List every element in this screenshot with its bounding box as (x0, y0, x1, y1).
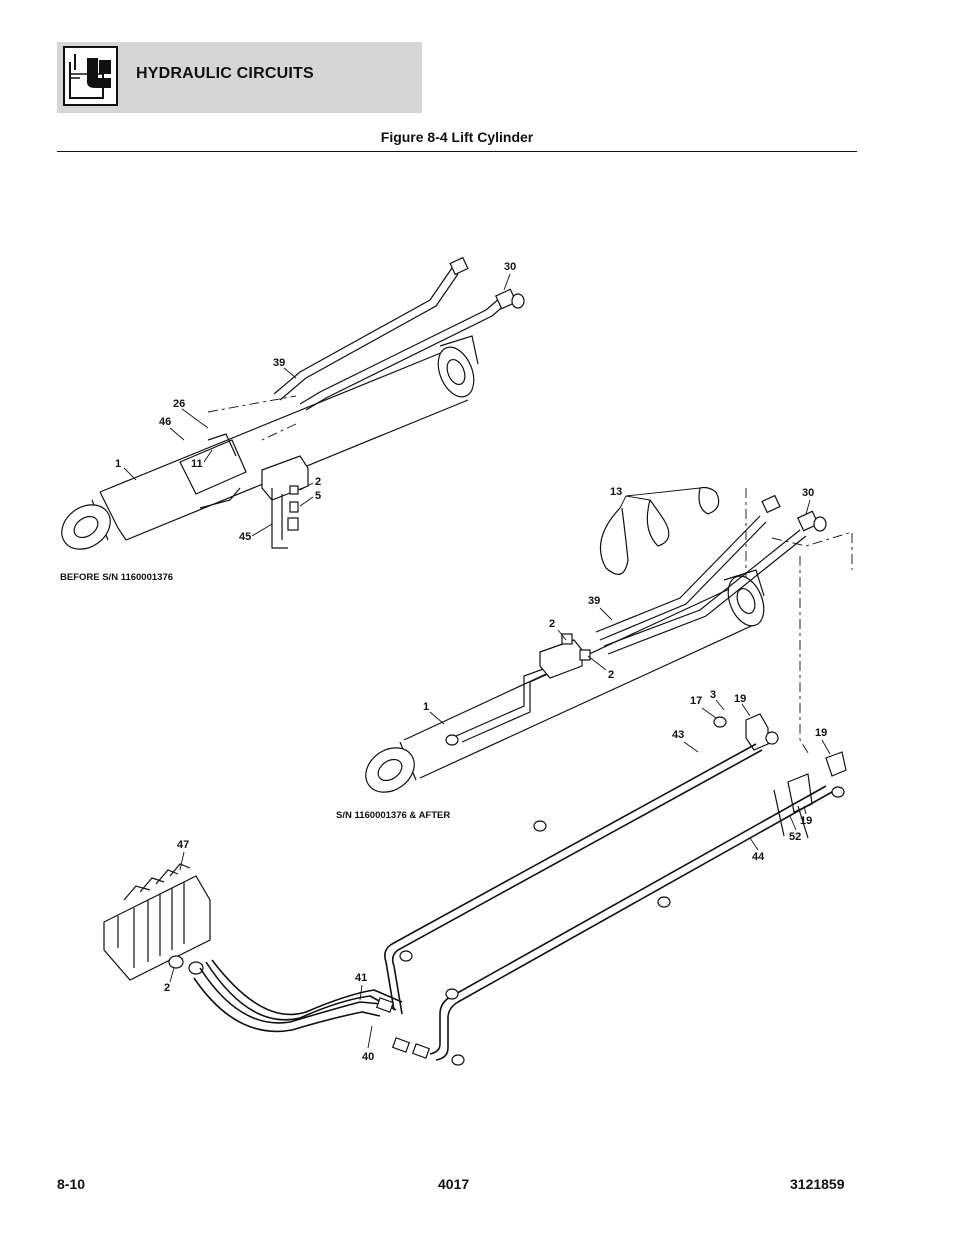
callout-2-valve: 2 (164, 982, 170, 994)
note-before-serial: BEFORE S/N 1160001376 (60, 572, 173, 583)
callout-40-valve: 40 (362, 1051, 374, 1063)
callout-5-upper: 5 (315, 490, 321, 502)
upper-lift-cylinder-assembly (61, 256, 525, 550)
callout-1-upper: 1 (115, 458, 121, 470)
callout-2-lower-b: 2 (608, 669, 614, 681)
callout-2-upper: 2 (315, 476, 321, 488)
callout-41-valve: 41 (355, 972, 367, 984)
callout-47-valve: 47 (177, 839, 189, 851)
callout-1-lower: 1 (423, 701, 429, 713)
callout-43-lower: 43 (672, 729, 684, 741)
callout-39-upper: 39 (273, 357, 285, 369)
callout-17-lower: 17 (690, 695, 702, 707)
callout-39-lower: 39 (588, 595, 600, 607)
model-number: 4017 (438, 1176, 470, 1192)
callout-3-lower: 3 (710, 689, 716, 701)
hydraulic-tube-lines (384, 743, 833, 1066)
callout-46-upper: 46 (159, 416, 171, 428)
callout-30-upper: 30 (504, 261, 516, 273)
callout-19-lower-c: 19 (800, 815, 812, 827)
callout-26-upper: 26 (173, 398, 185, 410)
callout-52-lower: 52 (789, 831, 801, 843)
callout-44-lower: 44 (752, 851, 765, 863)
callout-30-lower: 30 (802, 487, 814, 499)
callout-19-lower-b: 19 (815, 727, 827, 739)
page-number: 8-10 (57, 1176, 86, 1192)
control-valve-assembly (103, 863, 431, 1059)
note-after-serial: S/N 1160001376 & AFTER (336, 810, 450, 821)
callout-2-lower-a: 2 (549, 618, 555, 630)
callout-11-upper: 11 (191, 458, 203, 470)
document-number: 3121859 (790, 1176, 845, 1192)
figure-title: Figure 8-4 Lift Cylinder (380, 129, 534, 145)
callout-13-lower: 13 (610, 486, 622, 498)
hydraulic-reservoir-icon (63, 46, 118, 106)
lower-lift-cylinder-assembly (365, 486, 853, 839)
title-rule (57, 151, 857, 152)
callout-19-lower-a: 19 (734, 693, 746, 705)
callout-45-upper: 45 (239, 531, 251, 543)
section-title: HYDRAULIC CIRCUITS (136, 65, 314, 82)
